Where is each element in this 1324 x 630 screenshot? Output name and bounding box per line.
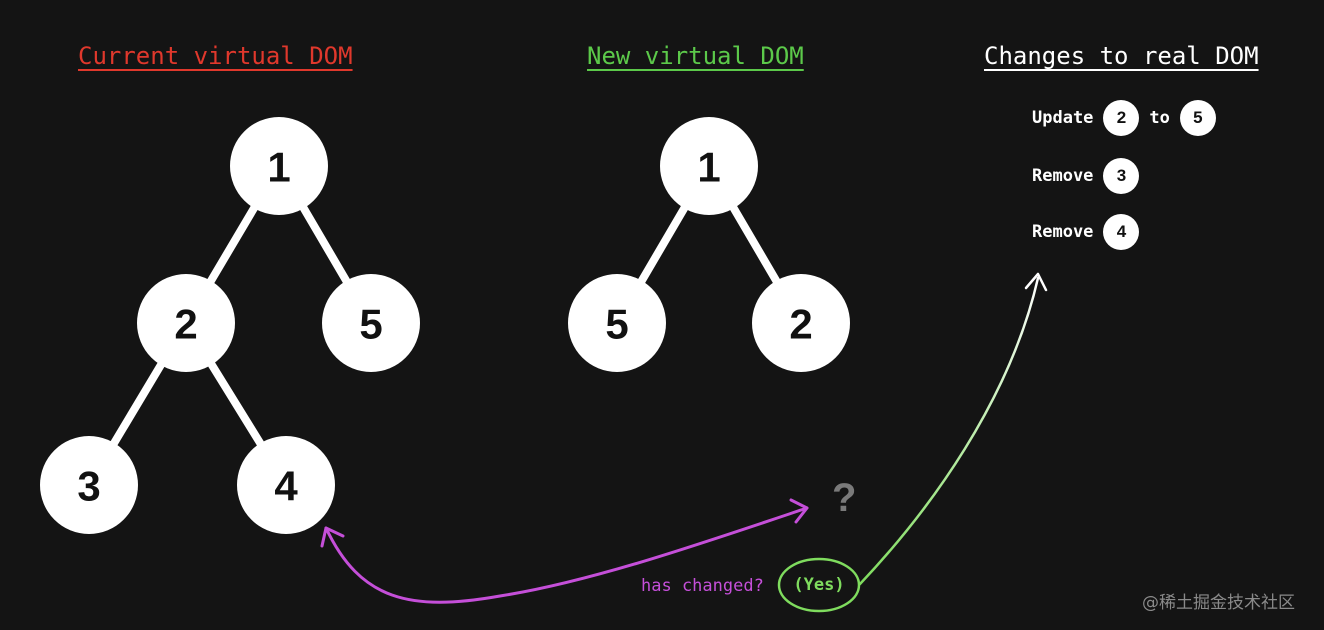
tree-node: 2 xyxy=(137,274,235,372)
yes-label: (Yes) xyxy=(793,575,845,595)
update-label: Update xyxy=(1032,108,1094,128)
yes-ellipse xyxy=(777,557,861,613)
tree-node: 3 xyxy=(40,436,138,534)
change-remove-3: Remove 3 xyxy=(1032,158,1140,194)
remove-label: Remove xyxy=(1032,166,1094,186)
tree-node: 4 xyxy=(237,436,335,534)
tree-node: 2 xyxy=(752,274,850,372)
removed-node: 3 xyxy=(1103,158,1140,194)
current-tree: 1 2 5 3 4 xyxy=(40,117,420,534)
arrowhead-left xyxy=(320,526,345,548)
node-label: 1 xyxy=(267,144,290,191)
has-changed-label: has changed? xyxy=(641,576,764,596)
node-label: 3 xyxy=(77,463,100,510)
change-update: Update 2 to 5 xyxy=(1032,100,1216,136)
arrowhead-up xyxy=(1024,272,1048,292)
new-tree: 1 5 2 xyxy=(568,117,850,372)
node-label: 5 xyxy=(359,301,382,348)
new-vdom-heading: New virtual DOM xyxy=(587,42,804,70)
current-vdom-heading: Current virtual DOM xyxy=(78,42,353,70)
node-label: 1 xyxy=(697,144,720,191)
tree-node: 1 xyxy=(230,117,328,215)
removed-node: 4 xyxy=(1103,214,1140,250)
watermark: @稀土掘金技术社区 xyxy=(1142,593,1295,613)
node-label: 5 xyxy=(605,301,628,348)
remove-label: Remove xyxy=(1032,222,1094,242)
node-label: 2 xyxy=(789,301,812,348)
update-to-node: 5 xyxy=(1179,100,1216,136)
node-label: 4 xyxy=(274,463,298,510)
compare-arrow xyxy=(320,498,809,604)
node-label: 2 xyxy=(174,301,197,348)
tree-node: 5 xyxy=(568,274,666,372)
change-remove-4: Remove 4 xyxy=(1032,214,1140,250)
arrowhead-right xyxy=(789,498,809,524)
to-label: to xyxy=(1149,108,1170,128)
unknown-mark: ? xyxy=(832,476,857,520)
tree-node: 5 xyxy=(322,274,420,372)
tree-node: 1 xyxy=(660,117,758,215)
update-from-node: 2 xyxy=(1103,100,1140,136)
apply-changes-arrow xyxy=(858,272,1048,586)
real-dom-changes-heading: Changes to real DOM xyxy=(984,42,1259,70)
